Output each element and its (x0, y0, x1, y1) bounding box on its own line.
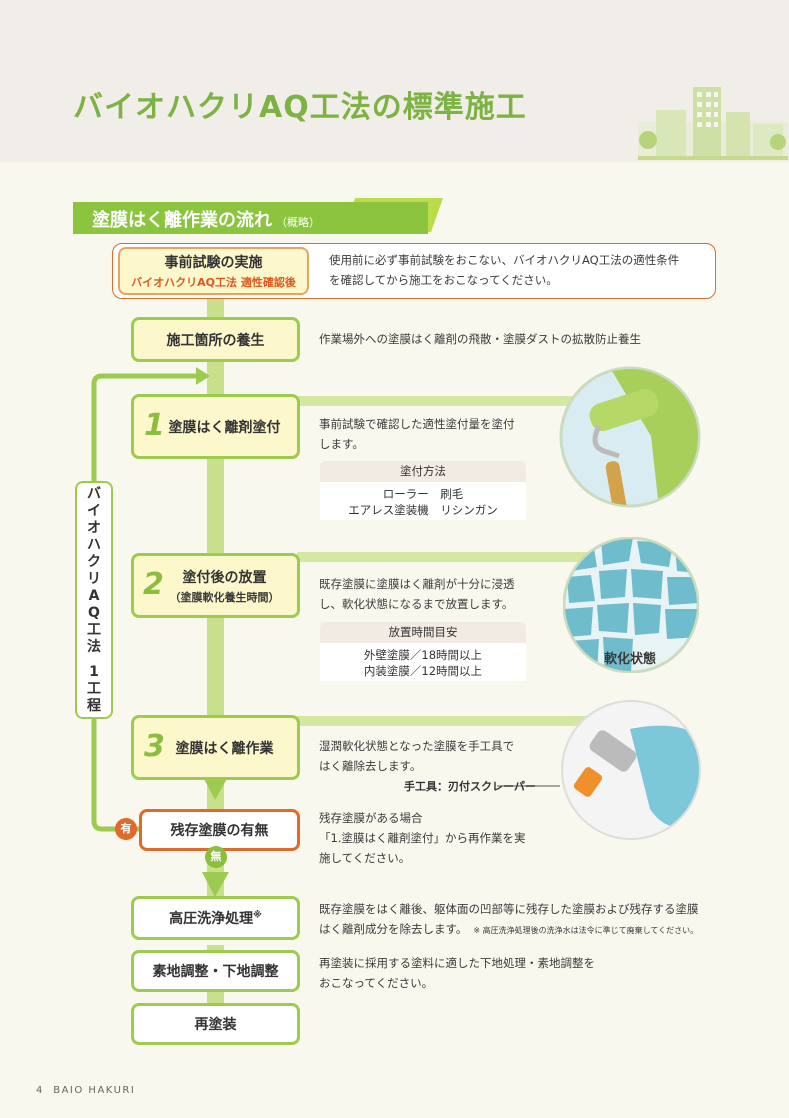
residual-desc: 残存塗膜がある場合「1.塗膜はく離剤塗付」から再作業を実施してください。 (319, 811, 526, 865)
step1-desc: 事前試験で確認した適性塗付量を塗付します。 (319, 417, 515, 451)
residual-box: 残存塗膜の有無 (139, 809, 300, 851)
no-badge: 無 (205, 846, 227, 868)
pretest-box: 事前試験の実施 バイオハクリAQ工法 適性確認後 (118, 247, 309, 295)
step2-info-title: 放置時間目安 (320, 622, 526, 643)
pretest-title: 事前試験の実施 (164, 255, 263, 271)
softened-film-image (563, 537, 699, 673)
city-illustration (638, 87, 788, 160)
pretest-desc: 使用前に必ず事前試験をおこない、バイオハクリAQ工法の適性条件を確認してから施工… (329, 253, 680, 287)
step2-info-body: 外壁塗膜／18時間以上内装塗膜／12時間以上 (320, 643, 526, 681)
roller-image (559, 366, 701, 508)
softened-caption: 軟化状態 (604, 652, 657, 667)
wash-desc: 既存塗膜をはく離後、躯体面の凹部等に残存した塗膜および残存する塗膜 はく離剤成分… (319, 902, 699, 936)
curing-desc: 作業場外への塗膜はく離剤の飛散・塗膜ダストの拡散防止養生 (319, 332, 641, 346)
substrate-box: 素地調整・下地調整 (131, 950, 300, 992)
substrate-desc: 再塗装に採用する塗料に適した下地処理・素地調整をおこなってください。 (319, 956, 595, 990)
loop-label: バ イ オ ハ ク リ A Q 工 法 1 工 程 (75, 481, 113, 719)
scraper-image (561, 700, 701, 840)
tool-label: 手工具：刃付スクレーパー (404, 780, 536, 793)
step2-desc: 既存塗膜に塗膜はく離剤が十分に浸透し、軟化状態になるまで放置します。 (319, 577, 515, 611)
wash-box: 高圧洗浄処理※ (131, 896, 300, 940)
repaint-box: 再塗装 (131, 1003, 300, 1045)
page-footer: 4 BAIO HAKURI (36, 1085, 136, 1096)
step1-info-body: ローラー 刷毛エアレス塗装機 リシンガン (320, 482, 526, 520)
yes-badge: 有 (115, 818, 137, 840)
step1-number: 1 (144, 408, 165, 443)
step3-desc: 湿潤軟化状態となった塗膜を手工具ではく離除去します。 (319, 739, 515, 773)
curing-box: 施工箇所の養生 (131, 317, 300, 362)
page-title: バイオハクリAQ工法の標準施工 (73, 90, 527, 125)
step1-info-title: 塗付方法 (320, 461, 526, 482)
step3-number: 3 (144, 729, 165, 764)
step2-box: 塗付後の放置 （塗膜軟化養生時間） (131, 553, 300, 618)
section-title: 塗膜はく離作業の流れ（概略） (92, 210, 320, 231)
step3-box: 塗膜はく離作業 (131, 715, 300, 780)
section-banner (73, 198, 443, 234)
step2-number: 2 (143, 567, 164, 602)
pretest-sub: バイオハクリAQ工法 適性確認後 (131, 276, 296, 289)
step1-box: 塗膜はく離剤塗付 (131, 394, 300, 459)
